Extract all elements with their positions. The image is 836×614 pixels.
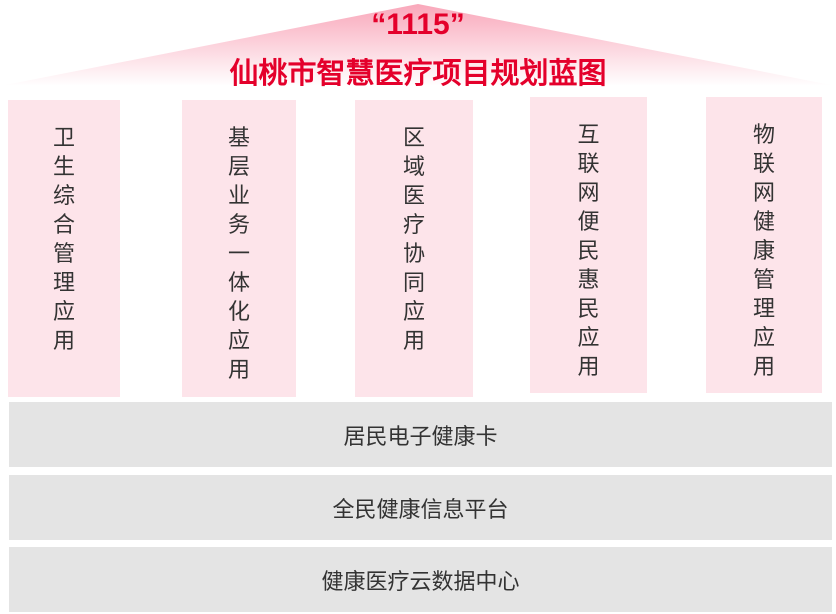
layer-label: 居民电子健康卡 <box>343 424 498 450</box>
column-label: 基层业务一体化应用 <box>227 126 250 383</box>
column-primary-care: 基层业务一体化应用 <box>182 100 296 397</box>
column-label: 卫生综合管理应用 <box>52 126 75 354</box>
column-regional-collaboration: 区域医疗协同应用 <box>355 100 473 397</box>
column-label: 互联网便民惠民应用 <box>577 123 600 380</box>
column-label: 区域医疗协同应用 <box>402 126 425 354</box>
layer-health-card: 居民电子健康卡 <box>9 402 832 467</box>
column-iot-health: 物联网健康管理应用 <box>706 97 822 393</box>
roof-triangle <box>0 4 836 86</box>
column-internet-services: 互联网便民惠民应用 <box>530 97 647 393</box>
layer-data-center: 健康医疗云数据中心 <box>9 547 832 612</box>
layer-label: 全民健康信息平台 <box>332 497 509 523</box>
blueprint-number: “1115” <box>371 8 465 41</box>
page-title: 仙桃市智慧医疗项目规划蓝图 <box>229 58 607 90</box>
column-label: 物联网健康管理应用 <box>752 123 775 380</box>
layer-label: 健康医疗云数据中心 <box>321 569 520 595</box>
layer-info-platform: 全民健康信息平台 <box>9 475 832 540</box>
column-health-management: 卫生综合管理应用 <box>8 100 120 397</box>
